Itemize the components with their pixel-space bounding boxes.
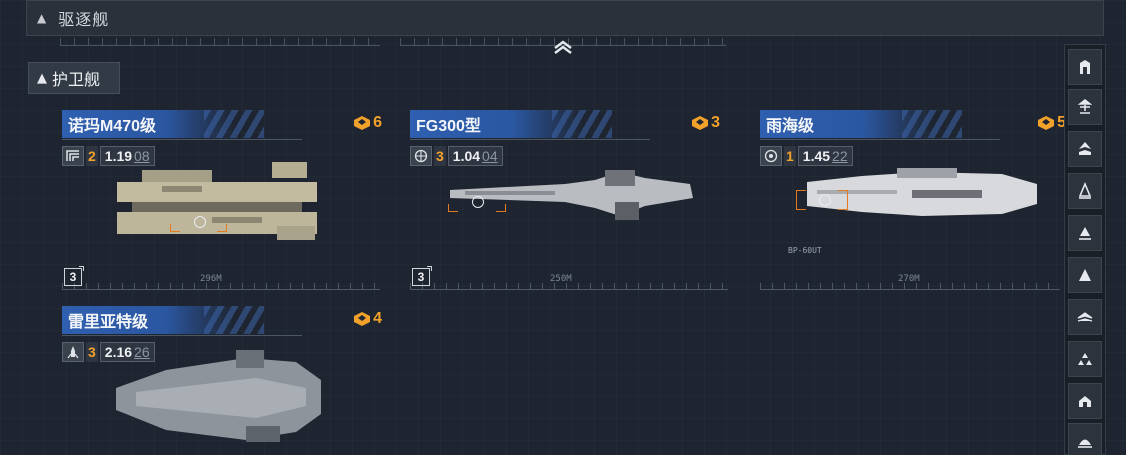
ship-name: 雨海级 — [766, 118, 815, 135]
ship-card[interactable]: FG300型 3 3 1.04 04 250M 3 — [410, 110, 732, 290]
sidebar-item-cruiser[interactable] — [1068, 89, 1102, 125]
frigate-icon — [1078, 182, 1092, 199]
expand-triangle-icon: ▲ — [37, 11, 47, 25]
sidebar-item-carrier[interactable] — [1068, 49, 1102, 85]
ship-cost: 4 — [354, 310, 382, 328]
ship-length: 250M — [550, 274, 572, 284]
dome-icon — [1078, 439, 1092, 448]
sidebar-item-destroyer[interactable] — [1068, 131, 1102, 167]
command-point-icon — [354, 312, 371, 326]
ship-card[interactable]: 诺玛M470级 6 2 1.19 08 296M 3 — [62, 110, 384, 290]
ruler-decoration — [60, 38, 380, 46]
ship-stats: 1 1.45 22 — [760, 146, 853, 166]
ship-card[interactable]: 雨海级 5 1 1.45 22 BP-60UT 270M — [760, 110, 1066, 290]
rocket-logo-icon — [62, 342, 84, 362]
ship-length: 270M — [898, 274, 920, 284]
wing-icon — [1077, 312, 1093, 322]
length-ruler — [62, 270, 380, 290]
sidebar-item-squad[interactable] — [1068, 341, 1102, 377]
destroyer-icon — [1079, 142, 1091, 155]
ship-stats: 3 2.16 26 — [62, 342, 155, 362]
mountain-logo-icon — [62, 146, 84, 166]
ship-name: 雷里亚特级 — [68, 314, 149, 331]
ship-image — [117, 162, 317, 240]
sidebar-item-wing[interactable] — [1068, 299, 1102, 335]
ship-image — [807, 168, 1037, 216]
weapon-callout-dot — [819, 194, 831, 206]
ship-card[interactable]: 雷里亚特级 4 3 2.16 26 — [62, 306, 384, 455]
command-point-icon — [1038, 116, 1055, 130]
command-point-icon — [692, 116, 709, 130]
gear-logo-icon — [760, 146, 782, 166]
ship-stats: 3 1.04 04 — [410, 146, 503, 166]
triangle-icon: ▲ — [37, 70, 47, 86]
carrier-icon — [1080, 60, 1090, 74]
weapon-callout-dot — [472, 196, 484, 208]
globe-icon — [410, 146, 432, 166]
corvette-icon — [1079, 227, 1091, 240]
tier-badge: 3 — [64, 266, 84, 286]
ship-name-bar: 雨海级 — [760, 110, 962, 138]
ship-name: FG300型 — [416, 118, 481, 135]
station-icon — [1079, 396, 1091, 407]
category-title: 护卫舰 — [52, 70, 101, 89]
ship-stats: 2 1.19 08 — [62, 146, 155, 166]
length-ruler — [760, 270, 1060, 290]
tier-badge: 3 — [412, 266, 432, 286]
ship-image — [116, 350, 321, 442]
weapon-label: BP-60UT — [788, 246, 822, 255]
sidebar-item-station[interactable] — [1068, 383, 1102, 419]
sidebar-item-fighter[interactable] — [1068, 257, 1102, 293]
ship-length: 296M — [200, 274, 222, 284]
sidebar-item-frigate[interactable] — [1068, 173, 1102, 209]
ship-name-bar: 诺玛M470级 — [62, 110, 264, 138]
squad-icon — [1078, 353, 1092, 365]
ship-cost: 5 — [1038, 114, 1066, 132]
fighter-icon — [1079, 269, 1091, 281]
ship-cost: 6 — [354, 114, 382, 132]
ship-image — [450, 170, 693, 220]
sidebar-item-corvette[interactable] — [1068, 215, 1102, 251]
sidebar-item-dome[interactable] — [1068, 423, 1102, 455]
destroyer-section-header[interactable]: ▲ 驱逐舰 — [26, 0, 1104, 36]
section-title: 驱逐舰 — [58, 10, 110, 29]
ship-cost: 3 — [692, 114, 720, 132]
command-point-icon — [354, 116, 371, 130]
length-ruler — [410, 270, 728, 290]
ship-name: 诺玛M470级 — [68, 118, 157, 135]
collapse-chevron-icon[interactable] — [552, 38, 574, 56]
ship-name-bar: 雷里亚特级 — [62, 306, 264, 334]
frigate-category-header[interactable]: ▲ 护卫舰 — [28, 62, 120, 94]
cruiser-icon — [1077, 98, 1093, 114]
ship-name-bar: FG300型 — [410, 110, 612, 138]
weapon-callout-dot — [194, 216, 206, 228]
ship-class-sidebar — [1064, 44, 1106, 455]
